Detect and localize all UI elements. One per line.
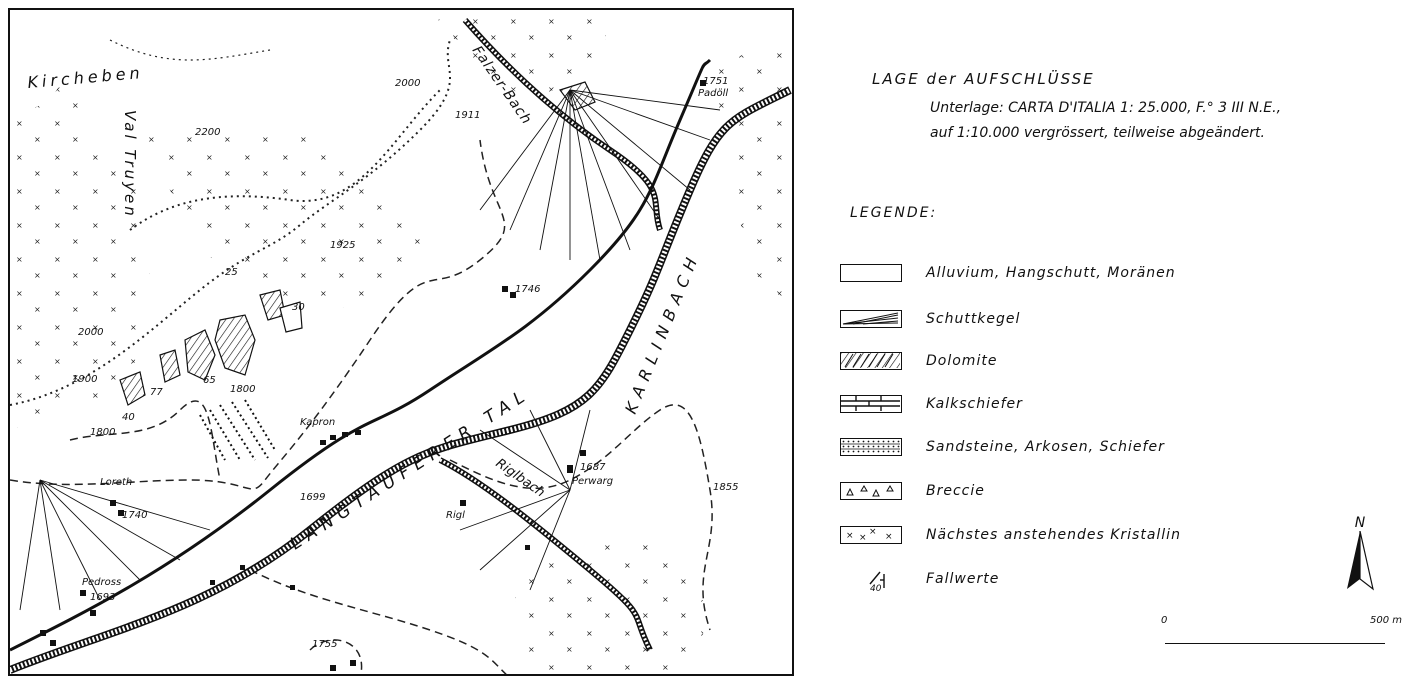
label-padoll: Padöll xyxy=(698,88,728,99)
buildings xyxy=(40,80,706,671)
elev-1911: 1911 xyxy=(455,110,480,121)
dolomite-outcrop-4 xyxy=(119,371,146,406)
legend-title: LAGE der AUFSCHLÜSSE xyxy=(872,70,1095,88)
dip-25: 25 xyxy=(225,267,238,278)
elev-1699: 1699 xyxy=(300,492,325,503)
label-kapron: Kapron xyxy=(300,417,335,428)
legend-label: Nächstes anstehendes Kristallin xyxy=(926,527,1181,543)
outcrop-outline-7 xyxy=(279,301,303,333)
swatch-crosses: ×××× xyxy=(840,526,902,544)
legend-label: Breccie xyxy=(926,483,985,499)
dip-40: 40 xyxy=(122,412,135,423)
dolomite-outcrop-6 xyxy=(259,289,286,321)
label-kircheben: Kircheben xyxy=(27,63,145,92)
sandstone-pattern xyxy=(199,399,276,461)
dip-77: 77 xyxy=(150,387,163,398)
kristallin-area-center xyxy=(140,130,430,310)
kristallin-area-west xyxy=(10,70,150,430)
legend-item-alluvium: Alluvium, Hangschutt, Moränen xyxy=(840,262,1176,284)
legend-label: Schuttkegel xyxy=(926,311,1021,327)
elev-1800-west: 1800 xyxy=(90,427,115,438)
label-rigl: Rigl xyxy=(446,510,465,521)
dolomite-outcrop-3 xyxy=(159,349,181,383)
north-label: N xyxy=(1354,515,1366,531)
scale-zero: 0 xyxy=(1161,615,1168,626)
dip-65: 65 xyxy=(203,375,216,386)
svg-text:×: × xyxy=(885,532,893,542)
legend-label: Fallwerte xyxy=(926,571,1000,587)
swatch-dolomite xyxy=(840,352,902,370)
dashed-boundary-3 xyxy=(449,404,713,631)
label-karlinbach: KARLINBACH xyxy=(621,249,704,417)
dotted-boundary-1 xyxy=(10,39,451,406)
swatch-blank xyxy=(840,264,902,282)
elev-1746: 1746 xyxy=(515,284,540,295)
svg-text:×: × xyxy=(846,531,854,541)
elev-1687: 1687 xyxy=(580,462,606,473)
dolomite-outcrop-1 xyxy=(184,329,216,381)
dip-symbol-value: 40 xyxy=(870,584,882,592)
dolomite-outcrop-5 xyxy=(559,81,596,111)
elev-1755: 1755 xyxy=(312,639,337,650)
swatch-dots xyxy=(840,438,902,456)
falzer-bach-stream-inner xyxy=(463,19,662,231)
elev-1751: 1751 xyxy=(703,76,728,87)
dashed-boundary-2 xyxy=(69,400,221,481)
scale-line xyxy=(1165,643,1385,644)
north-arrow: N xyxy=(1345,515,1375,595)
legend-item-dolomite: Dolomite xyxy=(840,350,997,372)
legend-label: Sandsteine, Arkosen, Schiefer xyxy=(926,439,1165,455)
kristallin-area-east xyxy=(710,31,792,307)
svg-text:×: × xyxy=(869,527,877,537)
dip-30: 30 xyxy=(292,302,305,313)
elev-2000-north: 2000 xyxy=(395,78,420,89)
legend-item-kristallin: ×××× Nächstes anstehendes Kristallin xyxy=(840,524,1181,546)
map-canvas: × × xyxy=(10,10,792,674)
kristallin-area-south xyxy=(510,530,710,674)
dashed-boundary-1 xyxy=(10,139,506,490)
legend-item-fallwerte: 40 Fallwerte xyxy=(840,568,1000,594)
dip-symbol-icon: 40 xyxy=(840,568,902,594)
legend-item-breccie: Breccie xyxy=(840,480,985,502)
legend-subtitle-2: auf 1:10.000 vergrössert, teilweise abge… xyxy=(930,125,1265,141)
legend-subtitle-1: Unterlage: CARTA D'ITALIA 1: 25.000, F.°… xyxy=(930,100,1282,116)
main-road xyxy=(10,58,712,652)
legend-item-sandsteine: Sandsteine, Arkosen, Schiefer xyxy=(840,436,1165,458)
legend-heading: LEGENDE: xyxy=(850,205,938,221)
label-pedross: Pedross xyxy=(82,577,121,588)
dolomite-outcrop-2 xyxy=(214,314,256,376)
dotted-boundary-3 xyxy=(109,39,271,61)
label-riglbach: Riglbach xyxy=(493,456,548,500)
elev-1900: 1900 xyxy=(72,374,97,385)
elev-1925: 1925 xyxy=(330,240,355,251)
legend-item-schuttkegel: Schuttkegel xyxy=(840,308,1020,330)
fan-hatching-north xyxy=(479,89,721,261)
elev-1800-center: 1800 xyxy=(230,384,255,395)
elev-2000-west: 2000 xyxy=(78,327,103,338)
label-loreth: Loreth xyxy=(100,477,132,488)
dashed-boundary-5 xyxy=(309,639,363,674)
swatch-triangles xyxy=(840,482,902,500)
swatch-brick xyxy=(840,395,902,413)
svg-text:×: × xyxy=(859,533,867,542)
swatch-fan xyxy=(840,310,902,328)
scale-end: 500 m xyxy=(1370,615,1403,626)
legend-label: Kalkschiefer xyxy=(926,396,1023,412)
legend-label: Dolomite xyxy=(926,353,998,369)
elev-1855: 1855 xyxy=(713,482,738,493)
elev-1693: 1693 xyxy=(90,592,115,603)
legend-item-kalkschiefer: Kalkschiefer xyxy=(840,393,1023,415)
geological-map: × × xyxy=(8,8,794,676)
dashed-boundary-4 xyxy=(249,569,507,674)
label-val-truyen: Val Truyen xyxy=(121,110,139,219)
elev-2200: 2200 xyxy=(195,127,220,138)
legend-label: Alluvium, Hangschutt, Moränen xyxy=(926,265,1176,281)
elev-1740: 1740 xyxy=(122,510,147,521)
fan-hatching-rigl xyxy=(459,409,591,591)
label-perwarg: Perwarg xyxy=(572,476,613,487)
north-arrow-icon xyxy=(1347,530,1374,591)
legend-panel: LAGE der AUFSCHLÜSSE Unterlage: CARTA D'… xyxy=(800,0,1418,683)
riglbach-stream-inner xyxy=(439,458,652,651)
fan-hatching-southwest xyxy=(19,479,211,611)
